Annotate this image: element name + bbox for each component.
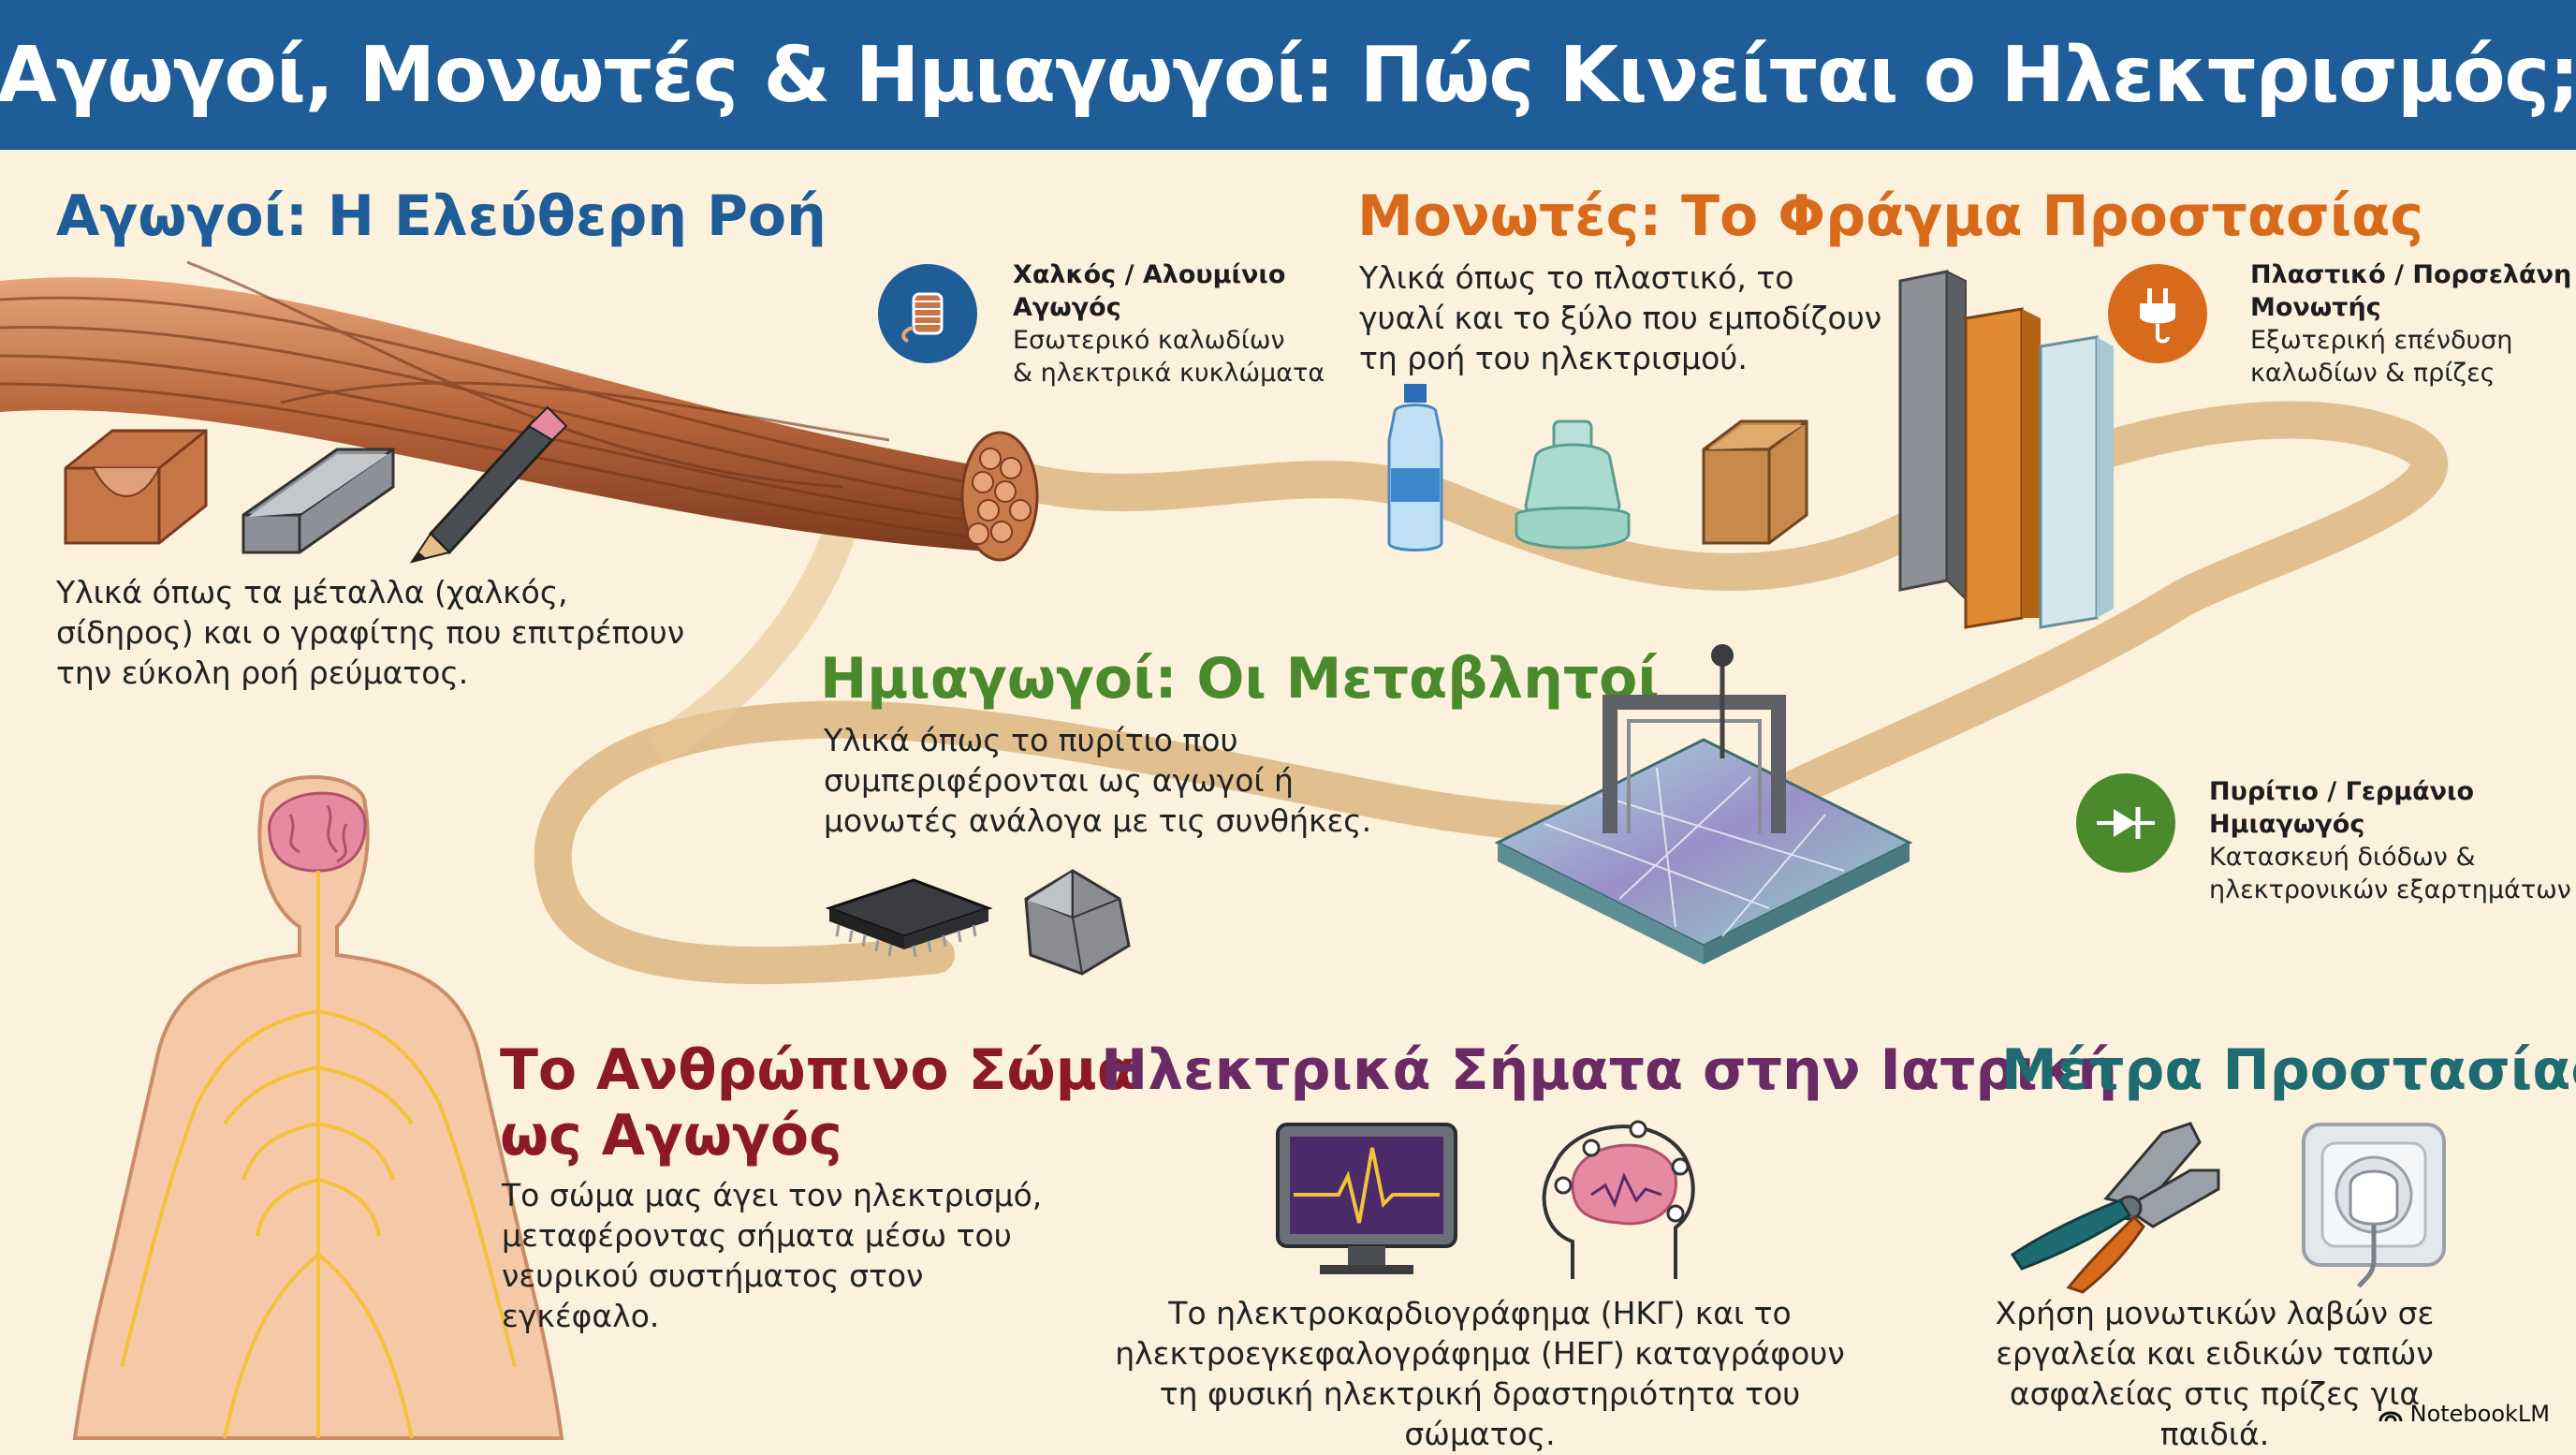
- glass-insulator-icon: [1515, 419, 1631, 550]
- conductor-tag-desc-2: & ηλεκτρικά κυκλώματα: [1013, 359, 1325, 388]
- plastic-bottle-icon: [1387, 384, 1443, 551]
- insulator-materials-illustration: [1387, 384, 1808, 551]
- page-title: Αγωγοί, Μονωτές & Ημιαγωγοί: Πώς Κινείτα…: [0, 30, 2576, 120]
- diode-icon: [2097, 807, 2155, 839]
- graphite-pencil-icon: [409, 405, 568, 564]
- wood-block-icon: [1702, 419, 1808, 545]
- protection-heading: Μέτρα Προστασίας: [2001, 1037, 2576, 1103]
- medicine-text: Το ηλεκτροκαρδιογράφημα (ΗΚΓ) και το ηλε…: [1115, 1295, 1845, 1452]
- conductor-tag-title: Χαλκός / Αλουμίνιο: [1013, 260, 1286, 289]
- semiconductor-tag-desc-1: Κατασκευή διόδων &: [2209, 843, 2476, 872]
- iron-bar-icon: [242, 448, 395, 554]
- human-body-text: Το σώμα μας άγει τον ηλεκτρισμό, μεταφέρ…: [502, 1177, 1043, 1334]
- semiconductors-heading: Ημιαγωγοί: Οι Μεταβλητοί: [820, 646, 1660, 712]
- human-body-heading-line1: Το Ανθρώπινο Σώμα: [500, 1037, 1135, 1103]
- conductors-text: Υλικά όπως τα μέταλλα (χαλκός, σίδηρος) …: [56, 574, 685, 691]
- semiconductors-text: Υλικά όπως το πυρίτιο που συμπεριφέροντα…: [824, 722, 1372, 839]
- ecg-monitor-icon: [1276, 1123, 1457, 1274]
- copper-coil-icon: [901, 292, 944, 343]
- copper-wire-bundle: [0, 260, 1039, 562]
- semiconductor-tag-type: Ημιαγωγός: [2209, 810, 2365, 839]
- insulator-tag-type: Μονωτής: [2250, 293, 2381, 322]
- watermark-text: NotebookLM: [2409, 1401, 2550, 1427]
- insulated-pliers-icon: [2010, 1122, 2220, 1294]
- insulator-tag-desc-2: καλωδίων & πρίζες: [2250, 359, 2496, 388]
- conductors-heading: Αγωγοί: Η Ελεύθερη Ροή: [56, 184, 827, 249]
- conductor-tag-badge: [878, 264, 977, 363]
- human-nervous-system-illustration: [72, 775, 564, 1440]
- eeg-head-icon: [1542, 1120, 1695, 1279]
- notebooklm-logo-icon: [2378, 1411, 2403, 1422]
- semiconductor-tag-badge: [2076, 773, 2175, 873]
- silicon-wafer-switch-illustration: [1494, 644, 1913, 964]
- copper-block-icon: [64, 429, 208, 545]
- semiconductor-tag-desc-2: ηλεκτρονικών εξαρτημάτων: [2209, 875, 2571, 904]
- semiconductor-tag-title: Πυρίτιο / Γερμάνιο: [2209, 777, 2475, 806]
- insulators-heading: Μονωτές: Το Φράγμα Προστασίας: [1357, 184, 2423, 249]
- watermark: NotebookLM: [2378, 1401, 2550, 1427]
- plug-icon: [2140, 288, 2175, 344]
- insulator-layers-illustration: [1898, 270, 2114, 629]
- medicine-heading: Ηλεκτρικά Σήματα στην Ιατρική: [1101, 1037, 2118, 1103]
- insulator-tag-badge: [2108, 264, 2207, 363]
- insulators-text: Υλικά όπως το πλαστικό, το γυαλί και το …: [1359, 259, 1882, 376]
- conductor-tag-type: Αγωγός: [1013, 293, 1121, 322]
- insulator-tag-desc-1: Εξωτερική επένδυση: [2250, 326, 2513, 355]
- conductor-materials-illustration: [64, 405, 568, 564]
- human-body-heading-line2: ως Αγωγός: [500, 1103, 842, 1168]
- insulator-tag-title: Πλαστικό / Πορσελάνη: [2250, 260, 2572, 289]
- semiconductor-materials-illustration: [825, 869, 1131, 976]
- silicon-crystal-icon: [1024, 869, 1131, 976]
- protection-text: Χρήση μονωτικών λαβών σε εργαλεία και ει…: [1995, 1295, 2435, 1452]
- outlet-safety-cap-icon: [2302, 1123, 2446, 1288]
- microchip-icon: [825, 878, 993, 958]
- conductor-tag-desc-1: Εσωτερικό καλωδίων: [1013, 326, 1285, 355]
- title-bar: Αγωγοί, Μονωτές & Ημιαγωγοί: Πώς Κινείτα…: [0, 0, 2576, 150]
